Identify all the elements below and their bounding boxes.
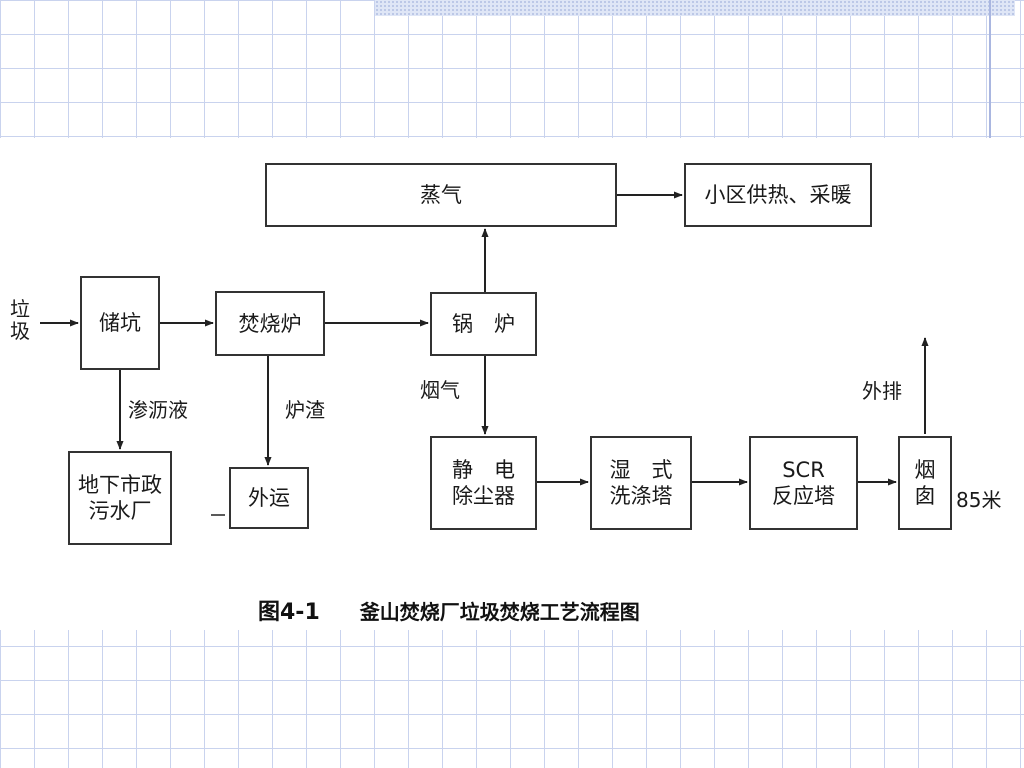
edge-label-exhaust: 外排	[862, 379, 902, 403]
node-steam: 蒸气	[265, 163, 617, 227]
node-electrostatic-precipitator: 静 电 除尘器	[430, 436, 537, 530]
node-district-heating: 小区供热、采暖	[684, 163, 872, 227]
top-decorative-band	[375, 0, 1015, 16]
figure-caption: 图4-1 釜山焚烧厂垃圾焚烧工艺流程图	[258, 594, 640, 630]
figure-number: 图4-1	[258, 600, 320, 625]
node-storage-pit: 储坑	[80, 276, 160, 370]
chimney-height-label: 85米	[956, 488, 1002, 512]
figure-title: 釜山焚烧厂垃圾焚烧工艺流程图	[359, 600, 640, 624]
node-incinerator: 焚烧炉	[215, 291, 325, 356]
node-scr-reactor: SCR 反应塔	[749, 436, 858, 530]
edge-label-leachate: 渗沥液	[128, 398, 188, 422]
flowchart-arrows	[40, 191, 929, 516]
node-sewage-plant: 地下市政 污水厂	[68, 451, 172, 545]
node-boiler: 锅 炉	[430, 292, 537, 356]
node-transport-out: 外运	[229, 467, 309, 529]
edge-label-flue-gas: 烟气	[420, 378, 460, 402]
input-label-garbage: 垃 圾	[10, 297, 30, 343]
node-wet-scrubber: 湿 式 洗涤塔	[590, 436, 692, 530]
flowchart-figure: 垃 圾 蒸气 小区供热、采暖 储坑 焚烧炉 锅 炉 地下市政 污水厂 外运 静 …	[0, 138, 1024, 630]
edge-label-slag: 炉渣	[285, 398, 325, 422]
top-decorative-line	[989, 0, 991, 138]
node-chimney: 烟 囱	[898, 436, 952, 530]
